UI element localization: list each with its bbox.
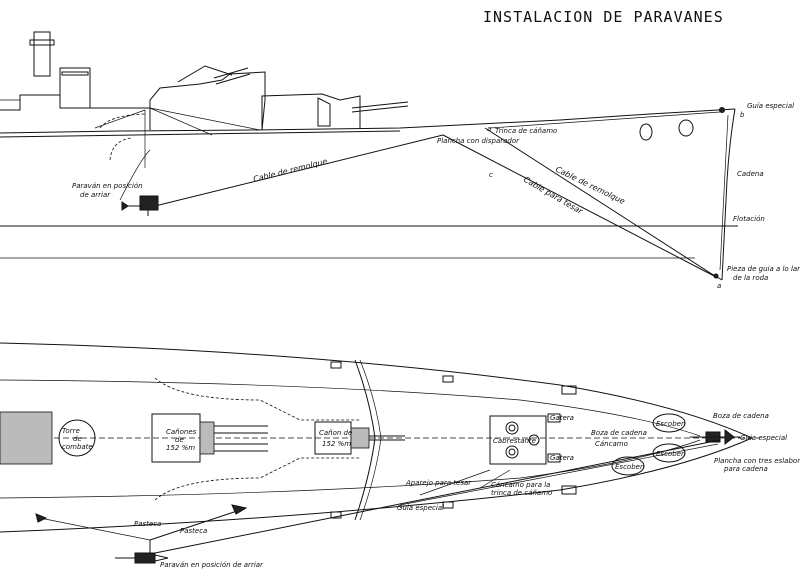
elevation-deck-line bbox=[0, 108, 736, 134]
label-torre-2: de bbox=[73, 435, 82, 443]
label-boza-bow: Boza de cadena bbox=[713, 412, 769, 420]
label-cancamo-trinca-2: trinca de cáñamo bbox=[491, 489, 552, 497]
label-guia-especial-elev: Guía especial bbox=[747, 102, 794, 110]
tensioning-cable bbox=[484, 127, 719, 279]
elevation-view: Guía especial b a Trinca de cáñamo Planc… bbox=[0, 31, 800, 290]
label-pasteca-2: Pasteca bbox=[180, 527, 207, 535]
paravane-cable-plan bbox=[144, 439, 721, 556]
conning-tower-circle bbox=[58, 419, 96, 457]
label-pieza-1: Pieza de guia a lo largo bbox=[727, 265, 800, 273]
label-plancha-2: para cadena bbox=[723, 465, 768, 473]
paravane-elevation bbox=[121, 195, 159, 216]
hawsepipe-1 bbox=[652, 413, 686, 433]
label-plancha-1: Plancha con tres eslabones bbox=[714, 457, 800, 465]
label-flotacion: Flotación bbox=[733, 215, 765, 223]
label-canones-1: Cañones bbox=[166, 428, 197, 436]
paravane-plan bbox=[115, 552, 169, 564]
towing-cable-aft bbox=[154, 134, 444, 207]
label-escoben-3: Escoben bbox=[615, 463, 644, 471]
forward-gun-elevation bbox=[261, 93, 361, 130]
label-cable-remolque-1: Cable de remolque bbox=[252, 157, 328, 184]
label-paravan-elev-1: Paraván en posición bbox=[72, 182, 143, 190]
label-pasteca-1: Pasteca bbox=[134, 520, 161, 528]
label-torre-3: combate bbox=[62, 443, 93, 451]
label-cancamo-trinca-1: Cáncamo para la bbox=[491, 481, 550, 489]
label-plancha-disparador: Plancha con disparador bbox=[437, 137, 520, 145]
plan-view: Torre de combate Cañones de 152 %m Cañon… bbox=[0, 342, 800, 569]
hull-outline-plan bbox=[0, 342, 754, 533]
label-canones-3: 152 %m bbox=[166, 444, 195, 452]
conning-tower-deck bbox=[0, 411, 53, 465]
hawsepipe-3 bbox=[611, 456, 645, 476]
svg-text:a: a bbox=[487, 125, 491, 133]
label-paravan-plan: Paraván en posición de arriar bbox=[160, 561, 264, 569]
label-pieza-2: de la roda bbox=[733, 274, 768, 282]
svg-text:b: b bbox=[740, 111, 745, 119]
label-canon-2: 152 %m bbox=[322, 440, 351, 448]
label-aparejo: Aparejo para tesar bbox=[405, 479, 472, 487]
funnel-rear bbox=[33, 31, 51, 77]
label-canones-2: de bbox=[175, 436, 184, 444]
label-cancamo: Cáncamo bbox=[595, 440, 628, 448]
label-canon-1: Cañon de bbox=[319, 429, 352, 437]
label-trinca: Trinca de cáñamo bbox=[495, 127, 557, 135]
main-turret-elevation bbox=[149, 71, 266, 131]
towing-cable-forward bbox=[442, 134, 719, 279]
drawing-title: INSTALACION DE PARAVANES bbox=[483, 8, 724, 26]
svg-text:a: a bbox=[717, 282, 721, 290]
label-guia-especial-plan: Guia especial bbox=[740, 434, 787, 442]
label-paravan-elev-2: de arriar bbox=[80, 191, 111, 199]
label-escoben-1: Escoben bbox=[656, 420, 685, 428]
capstan bbox=[489, 415, 547, 465]
label-boza-plan: Boza de cadena bbox=[591, 429, 647, 437]
funnel-front bbox=[59, 67, 91, 109]
svg-text:c: c bbox=[489, 171, 493, 179]
label-guia-especial-2: Guia especial bbox=[397, 504, 444, 512]
label-cadena: Cadena bbox=[737, 170, 764, 178]
bow-stem bbox=[721, 108, 736, 281]
label-gatera-2: Gatera bbox=[550, 454, 574, 462]
label-escoben-2: Escoben bbox=[656, 450, 685, 458]
label-gatera-1: Gatera bbox=[550, 414, 574, 422]
label-torre-1: Torre bbox=[62, 427, 80, 435]
label-cabrestante: Cabrestante bbox=[493, 437, 536, 445]
